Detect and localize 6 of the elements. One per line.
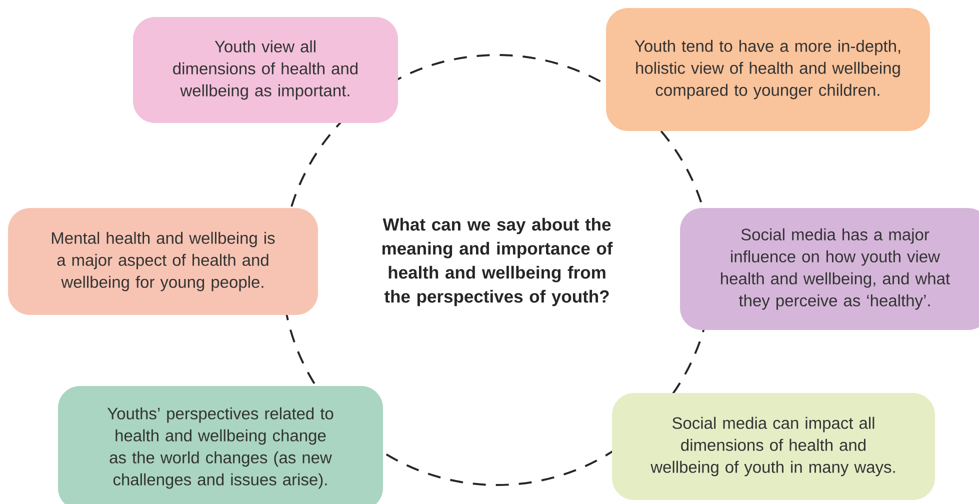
text-box: Social media can impact all dimensions of health and wellbeing of youth in many ways. xyxy=(612,393,935,500)
text-box: Youths’ perspectives related to health and wellbeing change as the world changes (as new challenges and issues arise). xyxy=(58,386,383,504)
text-box: Youth tend to have a more in-depth, holistic view of health and wellbeing compared to younger children. xyxy=(606,8,930,131)
text-box: Social media has a major influence on how youth view health and wellbeing, and what they perceive as ‘healthy’. xyxy=(680,208,979,330)
text-box: Mental health and wellbeing is a major aspect of health and wellbeing for young people. xyxy=(8,208,318,315)
text-box: Youth view all dimensions of health and wellbeing as important. xyxy=(133,17,398,123)
